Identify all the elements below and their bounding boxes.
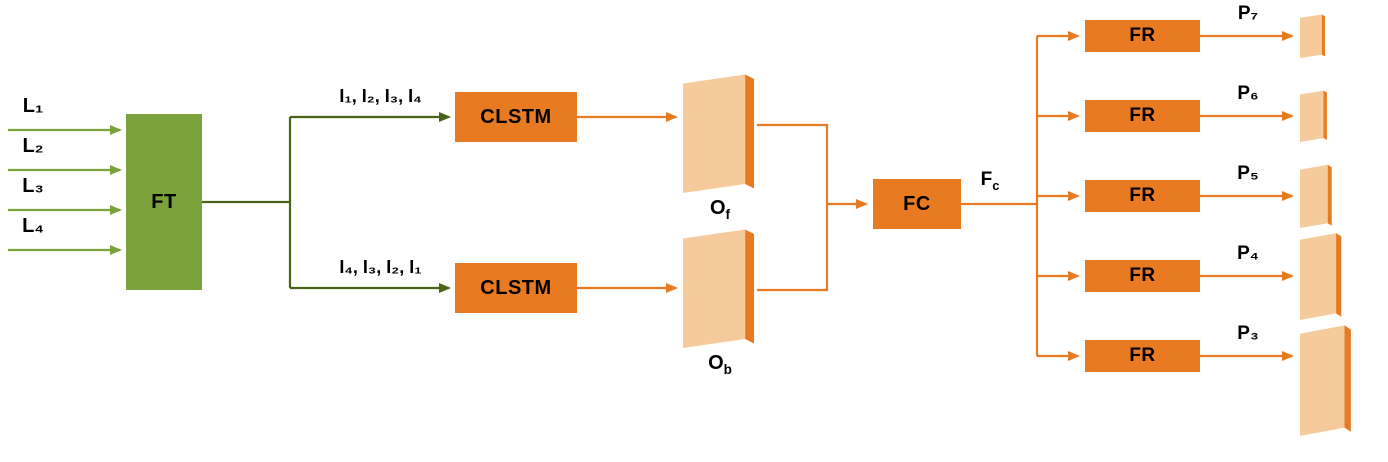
feature-map-p5 xyxy=(1300,164,1332,228)
fr-block-p6: FR xyxy=(1085,100,1200,132)
merge-wires xyxy=(757,123,868,292)
input-label-l3: L₃ xyxy=(22,175,44,197)
clstm-forward-block: CLSTM xyxy=(455,92,577,142)
fr-block-p5: FR xyxy=(1085,180,1200,212)
fc-output-label: Fc xyxy=(966,169,1014,193)
output-backward-base: O xyxy=(708,352,724,374)
input-label-l2: L₂ xyxy=(22,135,44,157)
feature-map-of xyxy=(683,74,755,193)
output-backward-sub: b xyxy=(723,362,732,377)
ft-branch-wires xyxy=(202,112,451,293)
feature-map-p3 xyxy=(1300,325,1351,436)
p-label-p6: P₆ xyxy=(1237,83,1259,104)
p-label-p4: P₄ xyxy=(1237,243,1259,264)
sequence-forward-label: I₁, I₂, I₃, I₄ xyxy=(339,86,422,106)
output-backward-label: Ob xyxy=(683,352,757,378)
output-forward-base: O xyxy=(709,197,726,219)
fc-output-base: F xyxy=(980,169,993,190)
fr-block-p3: FR xyxy=(1085,340,1200,372)
fc-block: FC xyxy=(873,179,961,229)
p-label-p5: P₅ xyxy=(1237,163,1259,184)
fc-output-sub: c xyxy=(992,177,1000,193)
output-forward-sub: f xyxy=(725,207,731,222)
clstm-backward-block: CLSTM xyxy=(455,263,577,313)
input-arrows xyxy=(8,125,122,255)
p-label-p3: P₃ xyxy=(1237,323,1259,344)
ft-block: FT xyxy=(126,114,202,290)
fc-distribution-wires xyxy=(961,31,1080,361)
input-label-l4: L₄ xyxy=(22,215,44,237)
sequence-backward-label: I₄, I₃, I₂, I₁ xyxy=(339,257,422,277)
fr-output-wires xyxy=(1200,31,1294,361)
feature-map-p7 xyxy=(1300,14,1325,58)
feature-map-p4 xyxy=(1300,233,1342,320)
fr-block-p4: FR xyxy=(1085,260,1200,292)
input-label-l1: L₁ xyxy=(22,95,44,117)
clstm-output-wires xyxy=(577,112,678,293)
feature-map-p6 xyxy=(1300,90,1327,142)
fr-block-p7: FR xyxy=(1085,20,1200,52)
p-label-p7: P₇ xyxy=(1237,3,1259,24)
feature-map-ob xyxy=(683,229,755,348)
output-forward-label: Of xyxy=(683,197,757,223)
